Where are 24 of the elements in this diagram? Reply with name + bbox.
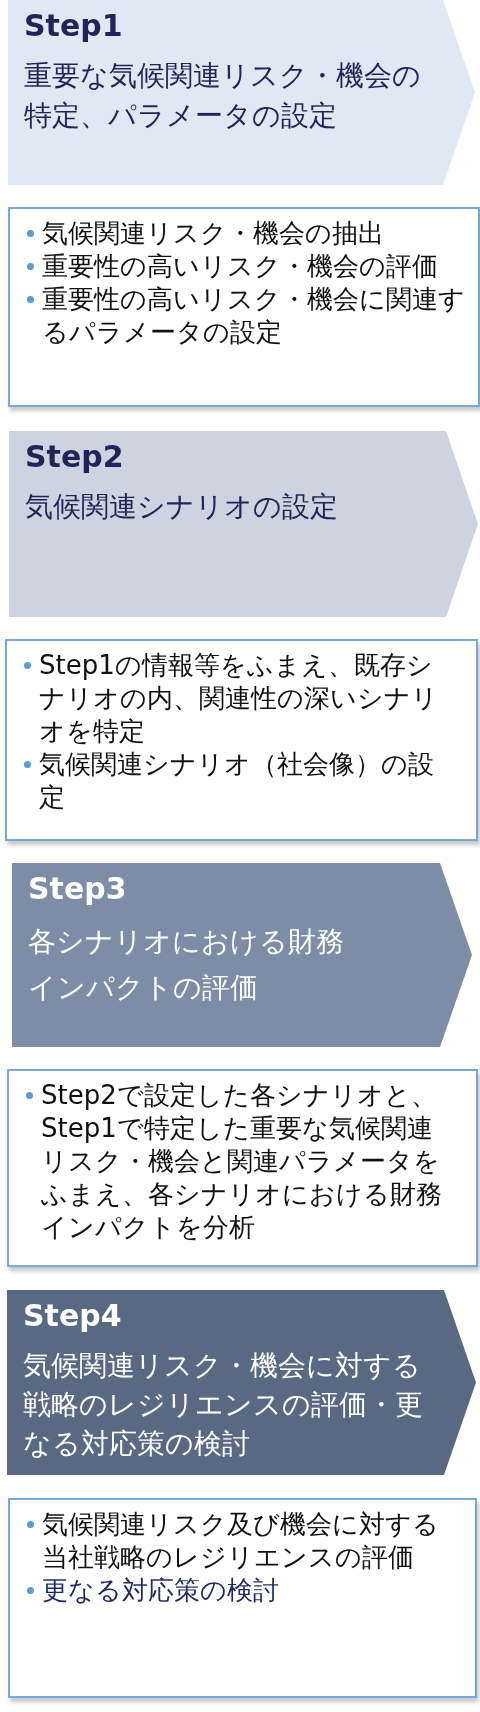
- bullet-text: 気候関連リスク・機会の抽出: [42, 217, 384, 250]
- description-box: [7, 1069, 478, 1267]
- chevron-arrow-shape: [8, 0, 475, 185]
- chevron-arrow-shape: [9, 431, 478, 617]
- description-box: [8, 1498, 477, 1698]
- step-title: 重要な気候関連リスク・機会の特定、パラメータの設定: [24, 58, 422, 134]
- chevron-arrow-shape: [12, 863, 472, 1047]
- bullet-text: 更なる対応策の検討: [42, 1574, 279, 1607]
- description-box: [8, 207, 480, 407]
- step-label: Step4: [23, 1298, 122, 1334]
- bullet-text: Step1の情報等をふまえ、既存シナリオの内、関連性の深いシナリオを特定: [39, 649, 439, 748]
- bullet-text: 気候関連リスク及び機会に対する当社戦略のレジリエンスの評価: [42, 1508, 440, 1574]
- bullet-text: 重要性の高いリスク・機会に関連するパラメータの設定: [42, 283, 466, 349]
- description-box: [5, 639, 478, 841]
- step-label: Step1: [24, 8, 123, 44]
- bullet-text: 重要性の高いリスク・機会の評価: [42, 250, 438, 283]
- step-label: Step2: [25, 439, 124, 475]
- bullet-text: 気候関連シナリオ（社会像）の設定: [39, 748, 435, 814]
- chevron-arrow-shape: [7, 1290, 476, 1475]
- step-label: Step3: [28, 871, 127, 907]
- step-title: 気候関連リスク・機会に対する戦略のレジリエンスの評価・更なる対応策の検討: [23, 1348, 424, 1462]
- bullet-text: Step2で設定した各シナリオと、Step1で特定した重要な気候関連リスク・機会と関連パラメータをふまえ、各シナリオにおける財務インパクトを分析: [41, 1079, 443, 1244]
- step-title: 気候関連シナリオの設定: [25, 489, 338, 525]
- step-title: 各シナリオにおける財務インパクトの評価: [28, 924, 345, 1006]
